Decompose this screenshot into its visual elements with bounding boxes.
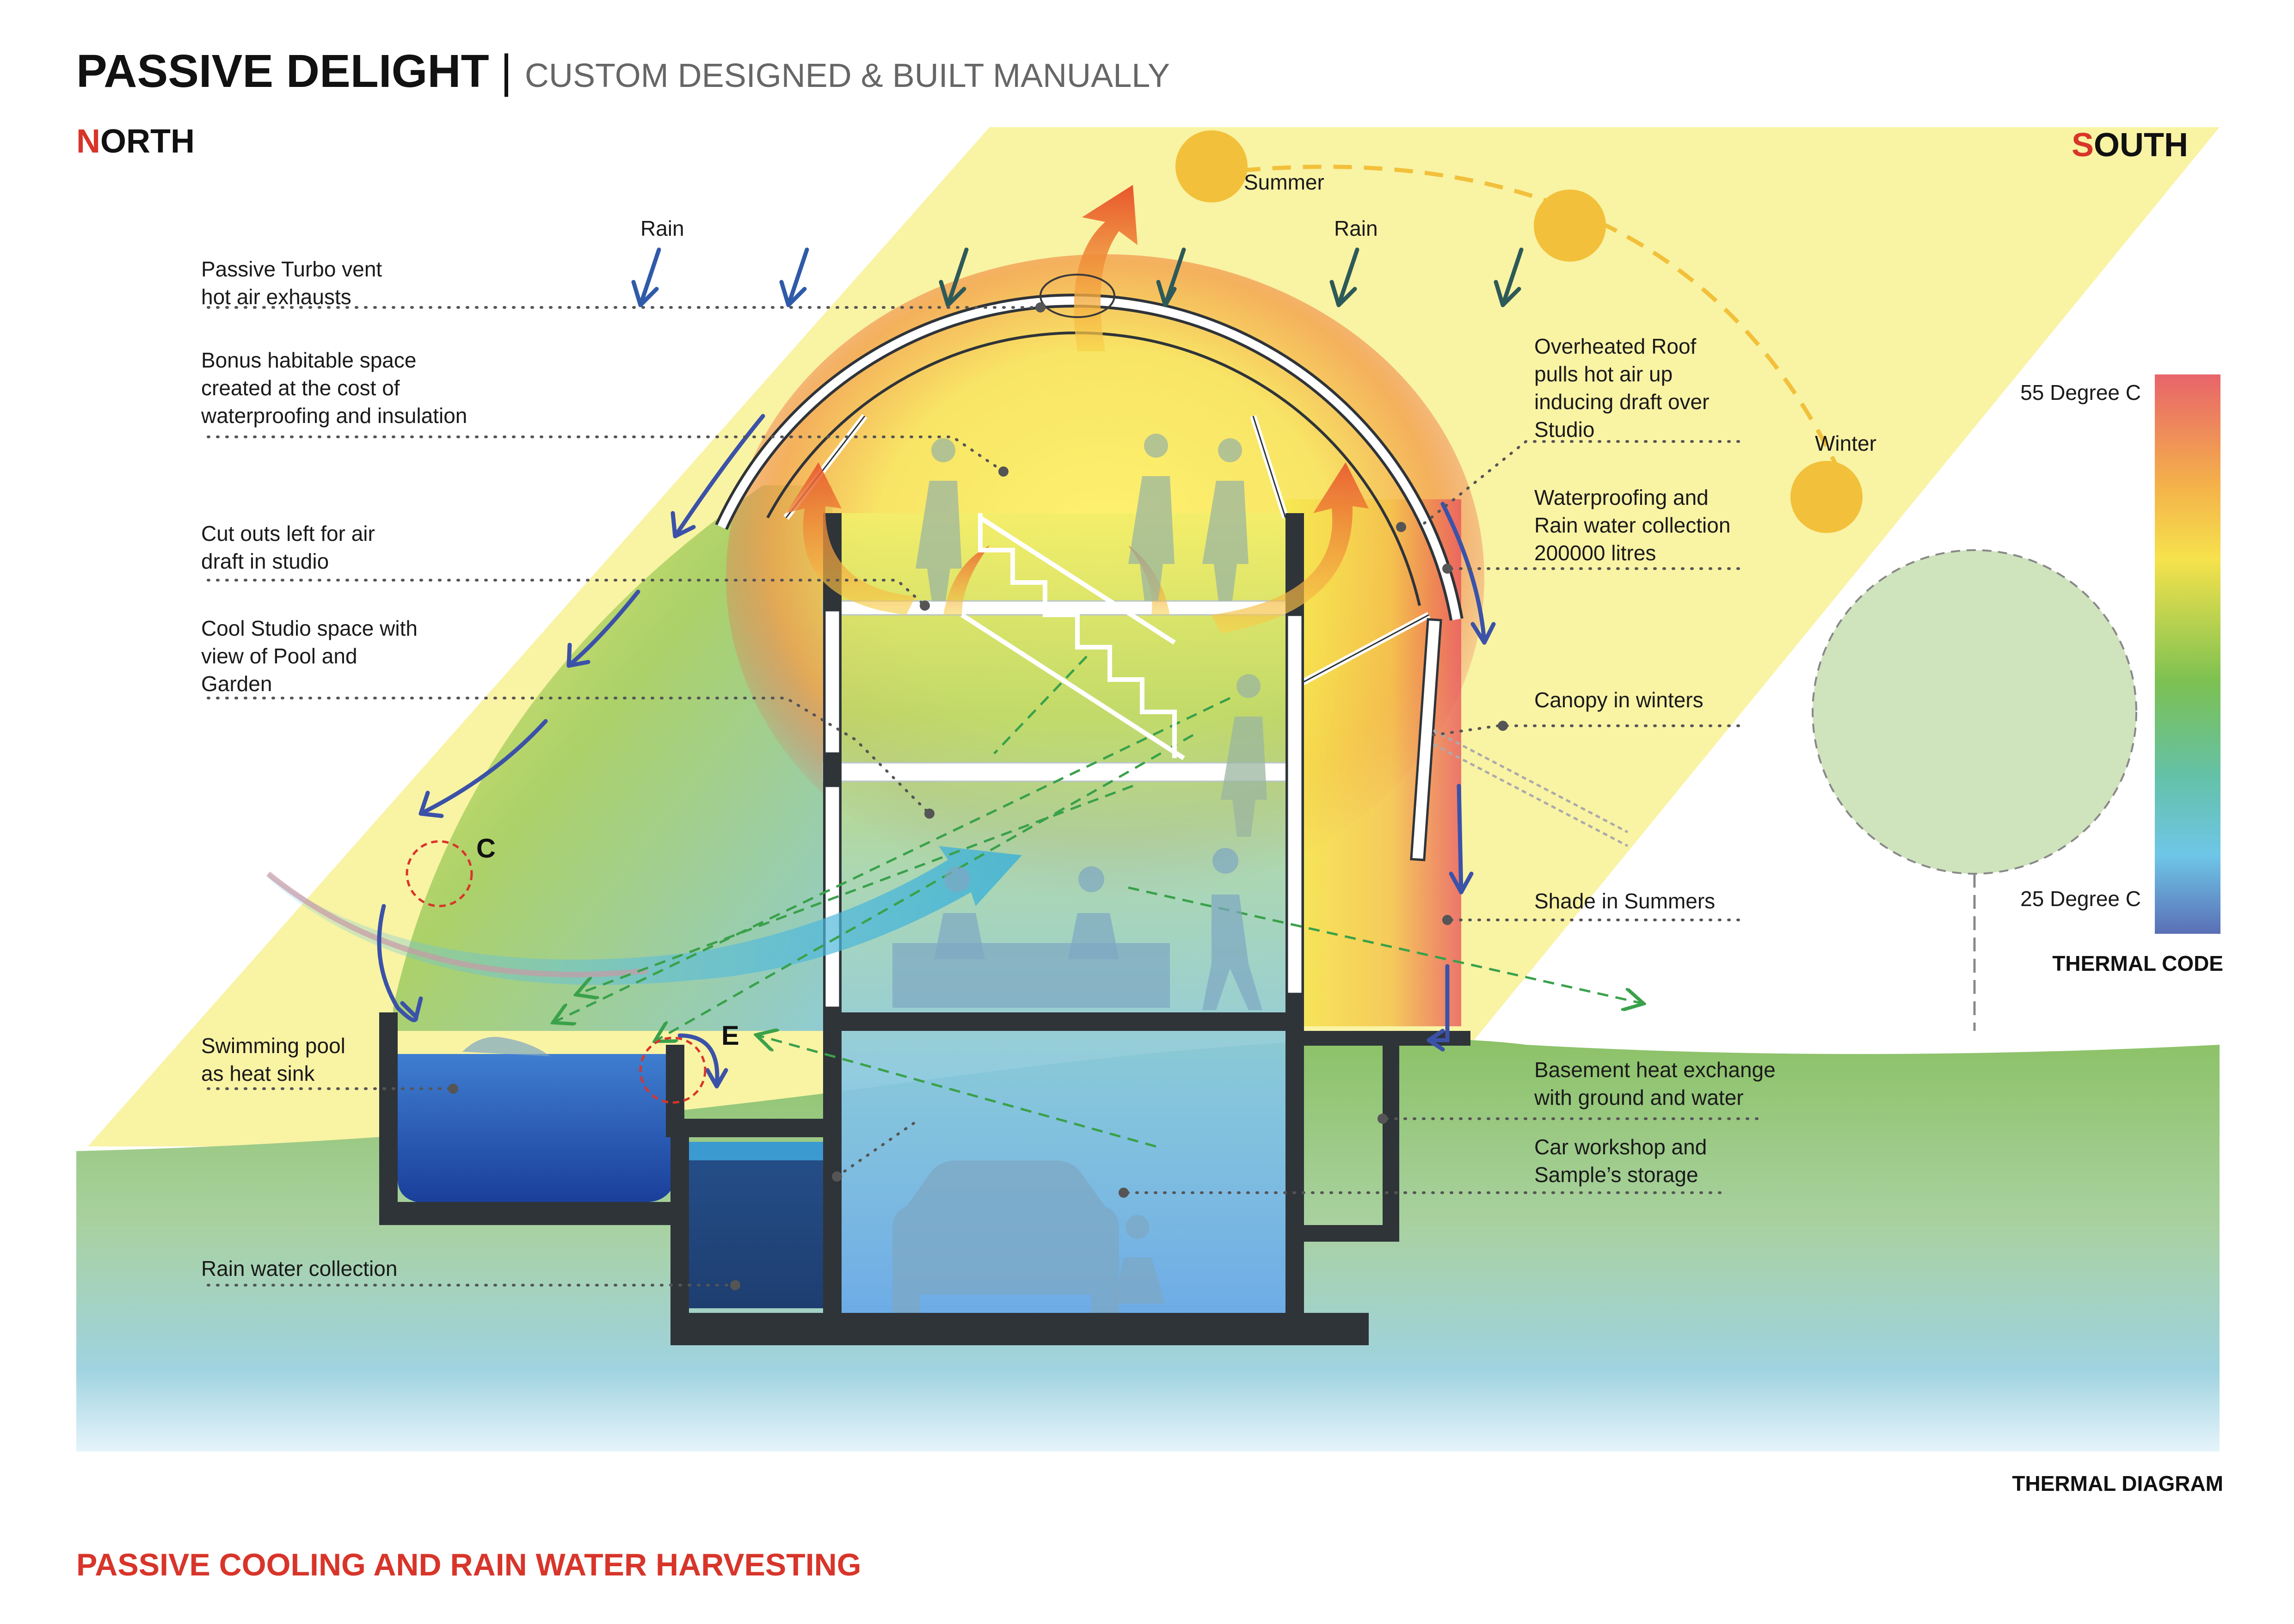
marker-e-label: E: [721, 1021, 739, 1051]
pool-walls: [379, 1012, 684, 1225]
basement-slab: [823, 1012, 1304, 1031]
north-rest: ORTH: [100, 123, 195, 160]
south-heat-zone: [1285, 499, 1461, 1026]
mid-sun: [1534, 190, 1606, 262]
cool-air-flow-arrow: [268, 846, 1022, 985]
summer-label: Summer: [1244, 170, 1324, 194]
north-wall-cutout: [823, 609, 842, 755]
people-silhouettes: [462, 434, 1267, 1304]
page-title: PASSIVE DELIGHT: [76, 45, 489, 97]
rain-label-left: Rain: [640, 216, 684, 240]
south-rest: OUTH: [2094, 127, 2188, 164]
label-cut-outs: Cut outs left for air draft in studio: [201, 521, 381, 573]
label-rain-collection: Rain water collection: [201, 1256, 397, 1281]
label-cool-studio: Cool Studio space with view of Pool and …: [201, 616, 424, 696]
marker-c-label: C: [476, 833, 496, 864]
cross-ventilation-path-5: [758, 1036, 1156, 1148]
south-label: SOUTH: [2072, 127, 2188, 164]
rain-label-right: Rain: [1334, 216, 1378, 240]
rain-water-tank: [689, 1142, 828, 1308]
car-silhouette: [892, 1160, 1119, 1313]
cross-ventilation-path-2: [657, 734, 1194, 1040]
south-basement-wall: [1383, 1031, 1399, 1239]
thermal-max-label: 55 Degree C: [2020, 380, 2141, 404]
thermal-min-label: 25 Degree C: [2020, 887, 2141, 911]
staircase: [960, 513, 1185, 760]
detail-marker-c: [406, 840, 473, 907]
winter-sun: [1790, 461, 1863, 533]
thermal-diagram-label: THERMAL DIAGRAM: [2012, 1471, 2223, 1495]
label-bonus-space: Bonus habitable space created at the cos…: [201, 348, 467, 428]
swimming-pool: [398, 1054, 675, 1202]
rain-arrows: [631, 247, 1524, 307]
pool-inlet-arrow: [677, 1033, 728, 1089]
cross-ventilation-path-3: [578, 784, 1133, 994]
detail-marker-e: [639, 1036, 707, 1104]
title-separator: |: [500, 45, 512, 97]
label-basement: Basement heat exchange with ground and w…: [1534, 1058, 1781, 1109]
label-overheated-roof: Overheated Roof pulls hot air up inducin…: [1534, 334, 1715, 441]
north-runoff-arrows: [377, 414, 765, 1023]
footer-title: PASSIVE COOLING AND RAIN WATER HARVESTIN…: [76, 1547, 861, 1582]
summer-sun: [1175, 130, 1248, 202]
winter-label: Winter: [1815, 431, 1876, 455]
label-turbo-vent: Passive Turbo vent hot air exhausts: [201, 257, 388, 309]
south-canopy: [1410, 618, 1442, 862]
thermal-code-bar: [2155, 374, 2220, 934]
south-initial: S: [2072, 127, 2094, 164]
south-basement-floor: [1285, 1225, 1399, 1242]
label-shade: Shade in Summers: [1534, 889, 1715, 913]
hot-air-rise-left: [786, 462, 916, 615]
label-car-workshop: Car workshop and Sample’s storage: [1534, 1135, 1713, 1187]
cross-ventilation-path-1: [555, 697, 1231, 1022]
label-swimming-pool: Swimming pool as heat sink: [201, 1034, 351, 1085]
south-wall-window: [1285, 613, 1304, 995]
turbo-vent: [1039, 274, 1115, 318]
hot-air-exhaust-arrow: [1074, 185, 1138, 351]
cross-ventilation-path-6: [993, 656, 1088, 754]
south-runoff-arrows: [1427, 502, 1496, 1052]
cross-ventilation-path-4: [1128, 886, 1642, 1003]
north-initial: N: [76, 123, 100, 160]
tree-canopy: [1812, 549, 2137, 875]
north-cool-glow: [393, 485, 832, 1031]
leader-dots: [448, 302, 1508, 1290]
north-label: NORTH: [76, 123, 195, 160]
hot-air-rise-right: [1212, 462, 1369, 633]
sun-path: [1211, 165, 1852, 496]
thermal-code-title: THERMAL CODE: [2052, 951, 2223, 975]
page-subtitle: CUSTOM DESIGNED & BUILT MANUALLY: [525, 57, 1170, 94]
label-waterproofing: Waterproofing and Rain water collection …: [1534, 485, 1736, 565]
label-canopy: Canopy in winters: [1534, 688, 1704, 712]
tank-walls: [670, 1128, 842, 1341]
